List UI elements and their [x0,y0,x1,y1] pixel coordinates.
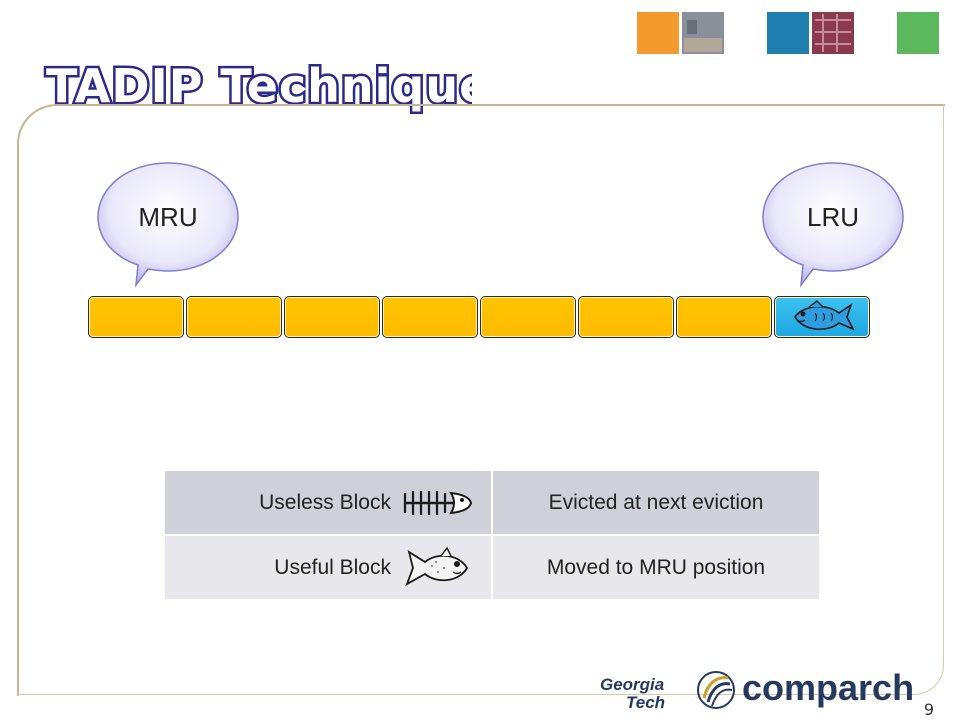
header-thumbnails [637,12,942,58]
fish-icon [794,300,855,331]
content-frame [17,104,945,696]
svg-text:Tech: Tech [626,693,665,712]
slide-number: 9 [923,700,934,719]
useless-block-label: Useless Block [259,490,391,514]
table-row: Useful Block Moved to MRU position [165,535,819,599]
cache-block-6 [578,296,674,338]
svg-text:comparch: comparch [742,667,914,708]
comparch-logo: comparch [742,666,914,712]
table-row: Useless Block Evicted at next eviction [165,471,819,536]
cache-block-7 [676,296,772,338]
mru-callout: MRU [96,161,240,288]
cache-block-8-lru [774,296,870,338]
lru-callout: LRU [761,161,905,288]
useful-block-description: Moved to MRU position [492,535,819,599]
useless-block-description: Evicted at next eviction [492,471,819,536]
svg-text:Georgia: Georgia [600,675,664,694]
cache-block-4 [382,296,478,338]
useful-block-label: Useful Block [274,555,391,579]
content-frame-shadow [17,104,944,695]
fish-icon [405,546,469,586]
cache-block-2 [186,296,282,338]
cache-set [88,296,872,338]
cache-block-3 [284,296,380,338]
fish-skeleton-icon [403,490,473,515]
legend-table: Useless Block Evicted at next eviction U… [165,471,819,599]
comparch-swirl-icon [694,668,738,716]
lru-label: LRU [806,201,859,232]
mru-label: MRU [138,201,198,232]
cache-block-1 [88,296,184,338]
cache-block-5 [480,296,576,338]
georgia-tech-logo: Georgia Tech [596,672,686,712]
